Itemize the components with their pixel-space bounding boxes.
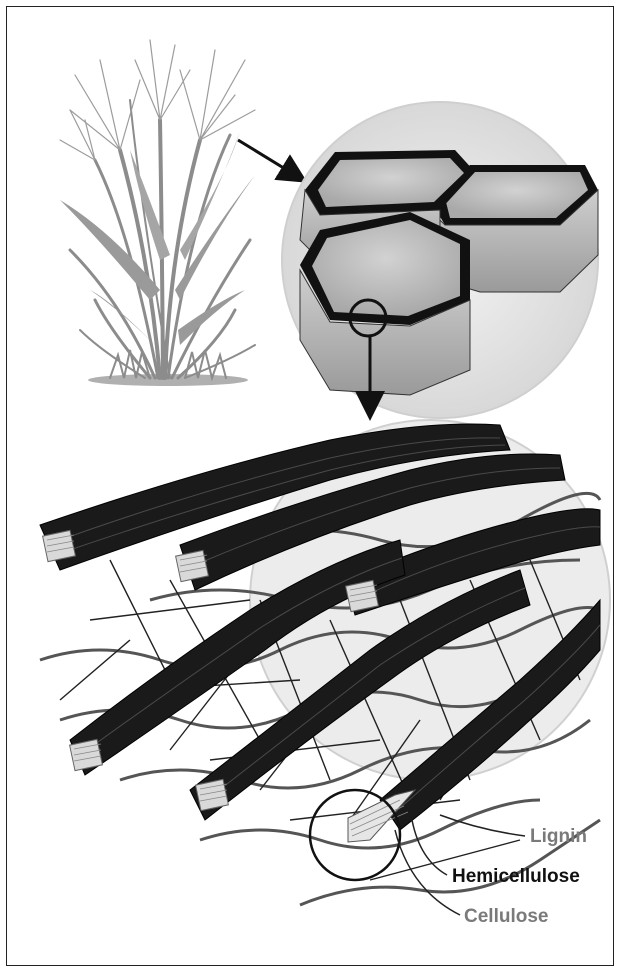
arrow-icon <box>238 140 300 178</box>
plant-illustration <box>60 40 255 386</box>
label-cellulose: Cellulose <box>464 906 548 928</box>
plant-cells <box>282 102 598 418</box>
label-lignin: Lignin <box>530 826 587 848</box>
label-hemicellulose: Hemicellulose <box>452 866 580 888</box>
fiber-strands <box>40 420 610 915</box>
